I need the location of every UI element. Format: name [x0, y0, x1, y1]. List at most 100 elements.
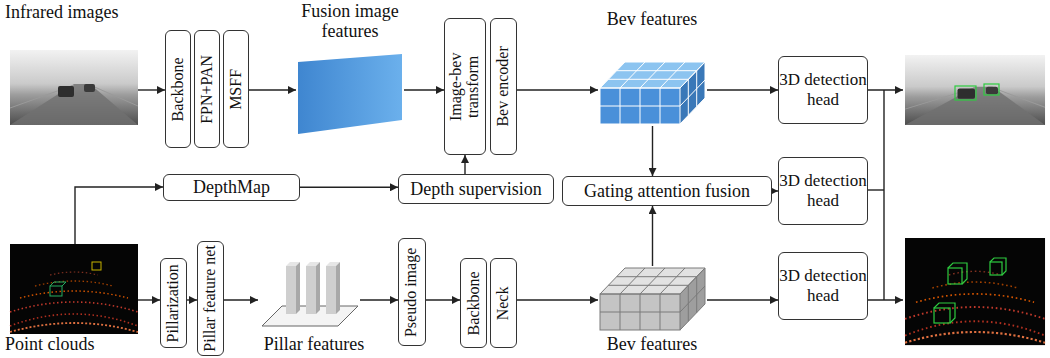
process-box: Bev encoder: [490, 18, 517, 155]
bev-feature-cube-grey: [620, 268, 645, 294]
bev-feature-cube-blue: [617, 70, 697, 71]
image-panel: Pillar features: [258, 256, 360, 330]
bev-feature-cube-blue: [600, 62, 705, 124]
output-infrared-image: [905, 55, 1045, 125]
bev-feature-cube-blue: [680, 62, 705, 124]
bev-feature-cube-grey: [600, 268, 705, 330]
connector-arrow: [517, 89, 598, 90]
process-box: Neck: [490, 258, 517, 348]
image-panel: Fusion image features: [296, 52, 404, 136]
bev-feature-cube-blue: [600, 62, 705, 88]
infrared-image: [10, 50, 138, 125]
caption-holder: Fusion image features: [286, 2, 414, 42]
bev-feature-cube-grey: [680, 268, 705, 330]
output-infrared-image: [984, 84, 999, 95]
output-point-cloud-image: [934, 308, 950, 323]
output-merge-lines: [883, 90, 884, 300]
image-panel: Point clouds: [10, 244, 138, 334]
image-panel: Bev features: [598, 266, 707, 332]
bev-feature-cube-blue: [680, 62, 705, 124]
fusion-feature-map: [298, 54, 402, 134]
connector-arrow: [652, 126, 653, 176]
point-cloud-image: [54, 282, 66, 283]
connector-arrow: [464, 155, 465, 174]
box-label: 3D detection head: [779, 171, 867, 210]
pillar-illustration: [296, 262, 300, 314]
process-box: Gating attention fusion: [562, 176, 772, 206]
box-label: Backbone: [465, 271, 482, 335]
box-label: MSFF: [228, 69, 245, 110]
image-caption: Infrared images: [5, 2, 118, 22]
box-label: Backbone: [170, 57, 187, 121]
connector-arrow: [75, 187, 163, 244]
output-point-cloud-image: [948, 263, 967, 284]
bev-feature-cube-blue: [600, 106, 680, 107]
process-box: Backbone: [460, 258, 487, 348]
process-box: Image-bev transform: [444, 18, 486, 155]
process-box: DepthMap: [163, 174, 300, 201]
bev-feature-cube-blue: [640, 62, 665, 88]
box-label: DepthMap: [193, 177, 270, 198]
bev-feature-cube-grey: [600, 294, 680, 330]
pillar-illustration: [306, 262, 320, 314]
pillar-illustration: [306, 266, 316, 314]
connector-arrow: [404, 89, 444, 90]
bev-feature-cube-grey: [600, 268, 705, 294]
process-box: FPN+PAN: [194, 30, 220, 148]
bev-feature-cube-grey: [600, 268, 705, 330]
point-cloud-image: [50, 282, 54, 286]
process-box: 3D detection head: [778, 56, 868, 124]
output-point-cloud-image: [990, 262, 1002, 275]
caption-holder: Bev features: [592, 10, 712, 30]
process-box: Backbone: [165, 30, 191, 148]
connector-arrow: [249, 89, 296, 90]
box-label: Neck: [495, 286, 512, 320]
output-infrared-image: [955, 86, 976, 100]
image-caption: Fusion image features: [301, 1, 399, 41]
output-merge-lines: [864, 90, 903, 300]
image-caption: Pillar features: [264, 334, 364, 354]
pillar-illustration: [326, 262, 340, 314]
image-caption: Bev features: [607, 334, 697, 354]
connector-arrow: [138, 299, 160, 300]
image-panel: Infrared images: [10, 50, 138, 125]
point-cloud-image: [50, 286, 62, 296]
pillar-illustration: [326, 266, 336, 314]
box-label: Depth supervision: [410, 179, 541, 200]
bev-feature-cube-grey: [660, 268, 685, 294]
infrared-image: [10, 50, 138, 125]
output-point-cloud-image: [934, 258, 1006, 323]
connector-arrow: [517, 299, 598, 300]
pillar-illustration: [286, 262, 300, 314]
output-point-cloud-image: [990, 258, 1006, 275]
box-label: 3D detection head: [779, 266, 867, 305]
bev-feature-cube-blue: [608, 79, 688, 80]
process-box: 3D detection head: [778, 252, 868, 320]
output-infrared-image: [905, 55, 1045, 125]
connector-arrow: [652, 206, 653, 266]
bev-feature-cube-grey: [600, 312, 680, 313]
connector-arrow: [224, 299, 258, 300]
output-point-cloud-image: [934, 303, 955, 323]
pillar-illustration: [262, 262, 358, 326]
process-box: Pillarization: [160, 258, 187, 348]
connector-arrow: [426, 299, 460, 300]
point-cloud-image: [62, 282, 66, 286]
box-label: Image-bev transform: [448, 42, 482, 132]
box-label: 3D detection head: [779, 70, 867, 109]
pillar-illustration: [336, 262, 340, 314]
connector-arrow: [707, 89, 778, 90]
process-box: Depth supervision: [398, 174, 554, 204]
process-box: Pseudo image: [398, 238, 426, 346]
process-box: MSFF: [223, 30, 249, 148]
output-point-cloud-image: [905, 238, 1045, 345]
connector-arrow: [300, 187, 398, 188]
image-panel: Bev features: [598, 60, 707, 126]
bev-feature-cube-grey: [617, 276, 697, 277]
connector-arrow: [707, 299, 778, 300]
caption-holder: Infrared images: [5, 3, 155, 23]
point-cloud-image: [10, 244, 138, 334]
pillar-illustration: [286, 266, 296, 314]
caption-holder: Bev features: [592, 335, 712, 355]
